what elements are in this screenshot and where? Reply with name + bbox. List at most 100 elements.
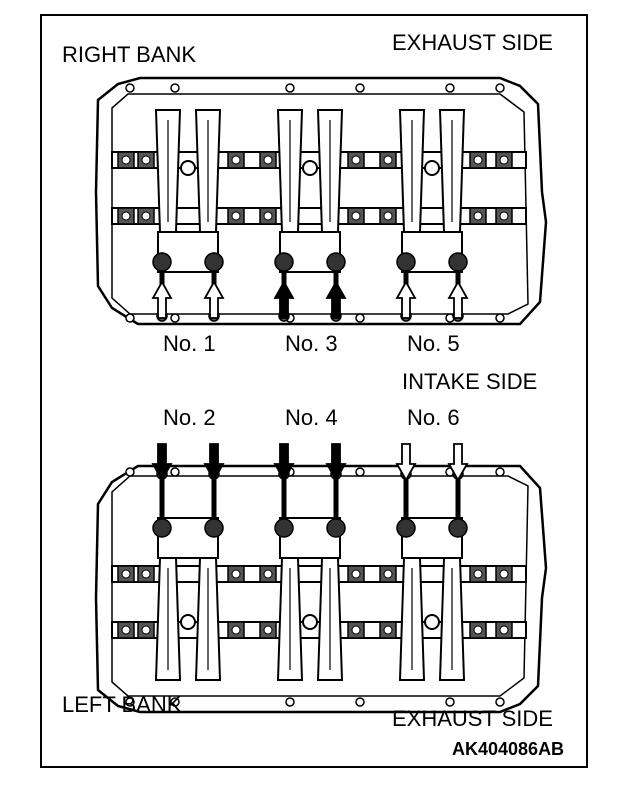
casting-hole <box>495 83 505 93</box>
shaft-bolt-head <box>263 569 273 579</box>
left-bank-arrows <box>151 443 469 482</box>
right-bank-cylinder-head <box>94 76 548 326</box>
plug-tube <box>396 252 416 272</box>
casting-hole <box>170 467 180 477</box>
shaft-bolt-head <box>383 211 393 221</box>
casting-hole <box>355 697 365 707</box>
right-bank-arrows <box>151 280 469 319</box>
plug-tube <box>274 252 294 272</box>
rocker-pivot <box>424 160 440 176</box>
cylinder-label-no3: No. 3 <box>285 331 338 356</box>
figure-frame <box>40 14 588 768</box>
plug-tube <box>152 518 172 538</box>
shaft-bolt-head <box>351 569 361 579</box>
shaft-bolt-head <box>351 625 361 635</box>
shaft-bolt-head <box>351 155 361 165</box>
filled-arrow <box>203 443 225 482</box>
exhaust-side-top-label: EXHAUST SIDE <box>392 30 553 55</box>
cylinder-label-no1: No. 1 <box>163 331 216 356</box>
plug-tube <box>326 252 346 272</box>
rocker-pivot <box>424 614 440 630</box>
filled-arrow <box>273 280 295 319</box>
casting-hole <box>285 83 295 93</box>
plug-tube <box>274 518 294 538</box>
shaft-bolt-head <box>351 211 361 221</box>
plug-tube <box>396 518 416 538</box>
shaft-bolt-head <box>383 569 393 579</box>
casting-hole <box>445 697 455 707</box>
left-bank-label: LEFT BANK <box>62 692 182 717</box>
outline-arrow <box>151 280 173 319</box>
outline-arrow <box>395 443 417 482</box>
casting-hole <box>125 697 135 707</box>
shaft-bolt-head <box>231 625 241 635</box>
exhaust-side-bottom-label: EXHAUST SIDE <box>392 706 553 731</box>
head-gasket-line <box>111 93 529 315</box>
head-casting-outline <box>94 76 548 326</box>
plug-tube <box>204 518 224 538</box>
shaft-bolt-head <box>263 211 273 221</box>
figure-code: AK404086AB <box>452 739 565 759</box>
shaft-bolt-head <box>121 211 131 221</box>
filled-arrow <box>325 443 347 482</box>
shaft-bolt-head <box>121 569 131 579</box>
plug-tube <box>448 252 468 272</box>
shaft-bolt-head <box>473 155 483 165</box>
shaft-bolt-head <box>141 569 151 579</box>
filled-arrow <box>325 280 347 319</box>
rocker-pivot <box>302 614 318 630</box>
cylinder-label-no2: No. 2 <box>163 405 216 430</box>
casting-hole <box>125 313 135 323</box>
outline-arrow <box>447 280 469 319</box>
casting-hole <box>170 313 180 323</box>
filled-arrow <box>151 443 173 482</box>
shaft-bolt-head <box>231 211 241 221</box>
outline-arrow <box>447 443 469 482</box>
shaft-bolt-head <box>141 211 151 221</box>
outline-arrow <box>203 280 225 319</box>
shaft-bolt-head <box>473 625 483 635</box>
shaft-bolt-head <box>473 569 483 579</box>
shaft-bolt-head <box>383 155 393 165</box>
head-casting-outline <box>94 464 548 714</box>
plug-tube <box>448 518 468 538</box>
shaft-bolt-head <box>473 211 483 221</box>
shaft-bolt-head <box>499 569 509 579</box>
casting-hole <box>170 83 180 93</box>
casting-hole <box>495 467 505 477</box>
casting-hole <box>445 83 455 93</box>
casting-hole <box>495 697 505 707</box>
plug-tube <box>204 252 224 272</box>
cylinder-label-no4: No. 4 <box>285 405 338 430</box>
casting-hole <box>170 697 180 707</box>
shaft-bolt-head <box>121 625 131 635</box>
shaft-bolt-head <box>263 155 273 165</box>
shaft-bolt-head <box>499 625 509 635</box>
casting-hole <box>125 467 135 477</box>
shaft-bolt-head <box>231 155 241 165</box>
cylinder-label-no5: No. 5 <box>407 331 460 356</box>
shaft-bolt-head <box>499 211 509 221</box>
shaft-bolt-head <box>499 155 509 165</box>
filled-arrow <box>273 443 295 482</box>
casting-hole <box>495 313 505 323</box>
plug-tube <box>326 518 346 538</box>
rocker-pivot <box>302 160 318 176</box>
shaft-bolt-head <box>141 155 151 165</box>
casting-hole <box>355 313 365 323</box>
shaft-bolt-head <box>141 625 151 635</box>
shaft-bolt-head <box>121 155 131 165</box>
plug-tube <box>152 252 172 272</box>
outline-arrow <box>395 280 417 319</box>
head-gasket-line <box>111 475 529 697</box>
casting-hole <box>355 83 365 93</box>
casting-hole <box>355 467 365 477</box>
left-bank-cylinder-head <box>94 464 548 714</box>
shaft-bolt-head <box>383 625 393 635</box>
rocker-pivot <box>180 614 196 630</box>
casting-hole <box>125 83 135 93</box>
rocker-pivot <box>180 160 196 176</box>
shaft-bolt-head <box>263 625 273 635</box>
cylinder-label-no6: No. 6 <box>407 405 460 430</box>
